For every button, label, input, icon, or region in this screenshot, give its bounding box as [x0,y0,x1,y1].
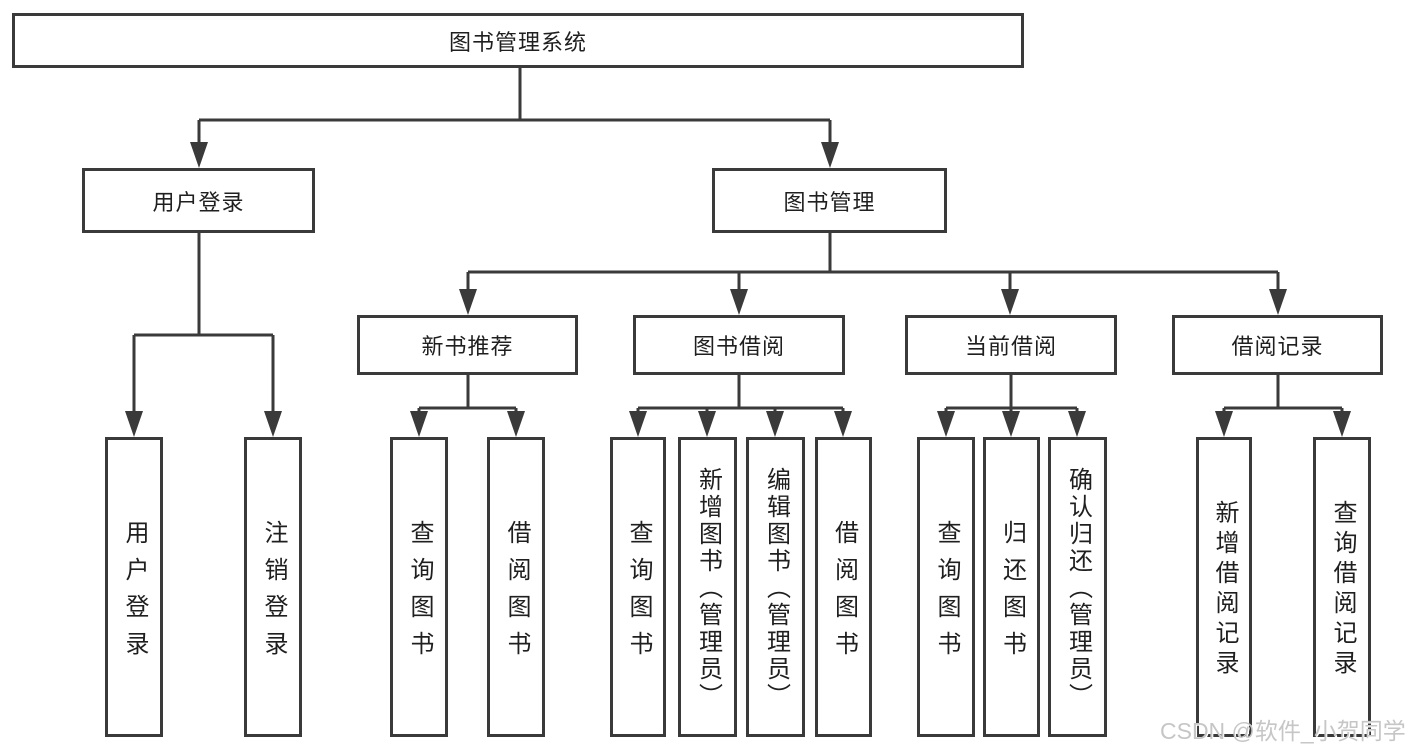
leaf-add-borrow-record: 新增借阅记录 [1196,437,1252,737]
node-current-borrow: 当前借阅 [905,315,1117,375]
node-library-system: 图书管理系统 [12,13,1024,68]
leaf-borrow-books-2: 借阅图书 [815,437,872,737]
node-user-login: 用户登录 [82,168,315,233]
leaf-query-books-1: 查询图书 [390,437,448,737]
csdn-watermark: CSDN @软件_小贺同学 [1160,718,1405,744]
node-new-book-recommend: 新书推荐 [357,315,578,375]
node-borrow-records: 借阅记录 [1172,315,1383,375]
leaf-add-book-admin: 新增图书（管理员） [678,437,737,737]
leaf-query-borrow-record: 查询借阅记录 [1313,437,1371,737]
leaf-query-books-3: 查询图书 [917,437,975,737]
leaf-borrow-books-1: 借阅图书 [487,437,545,737]
leaf-user-login: 用户登录 [105,437,163,737]
node-book-borrow: 图书借阅 [633,315,845,375]
leaf-logout-login: 注销登录 [244,437,302,737]
leaf-confirm-return-admin: 确认归还（管理员） [1048,437,1107,737]
leaf-return-book: 归还图书 [983,437,1040,737]
node-book-management: 图书管理 [712,168,947,233]
leaf-query-books-2: 查询图书 [610,437,666,737]
leaf-edit-book-admin: 编辑图书（管理员） [746,437,805,737]
